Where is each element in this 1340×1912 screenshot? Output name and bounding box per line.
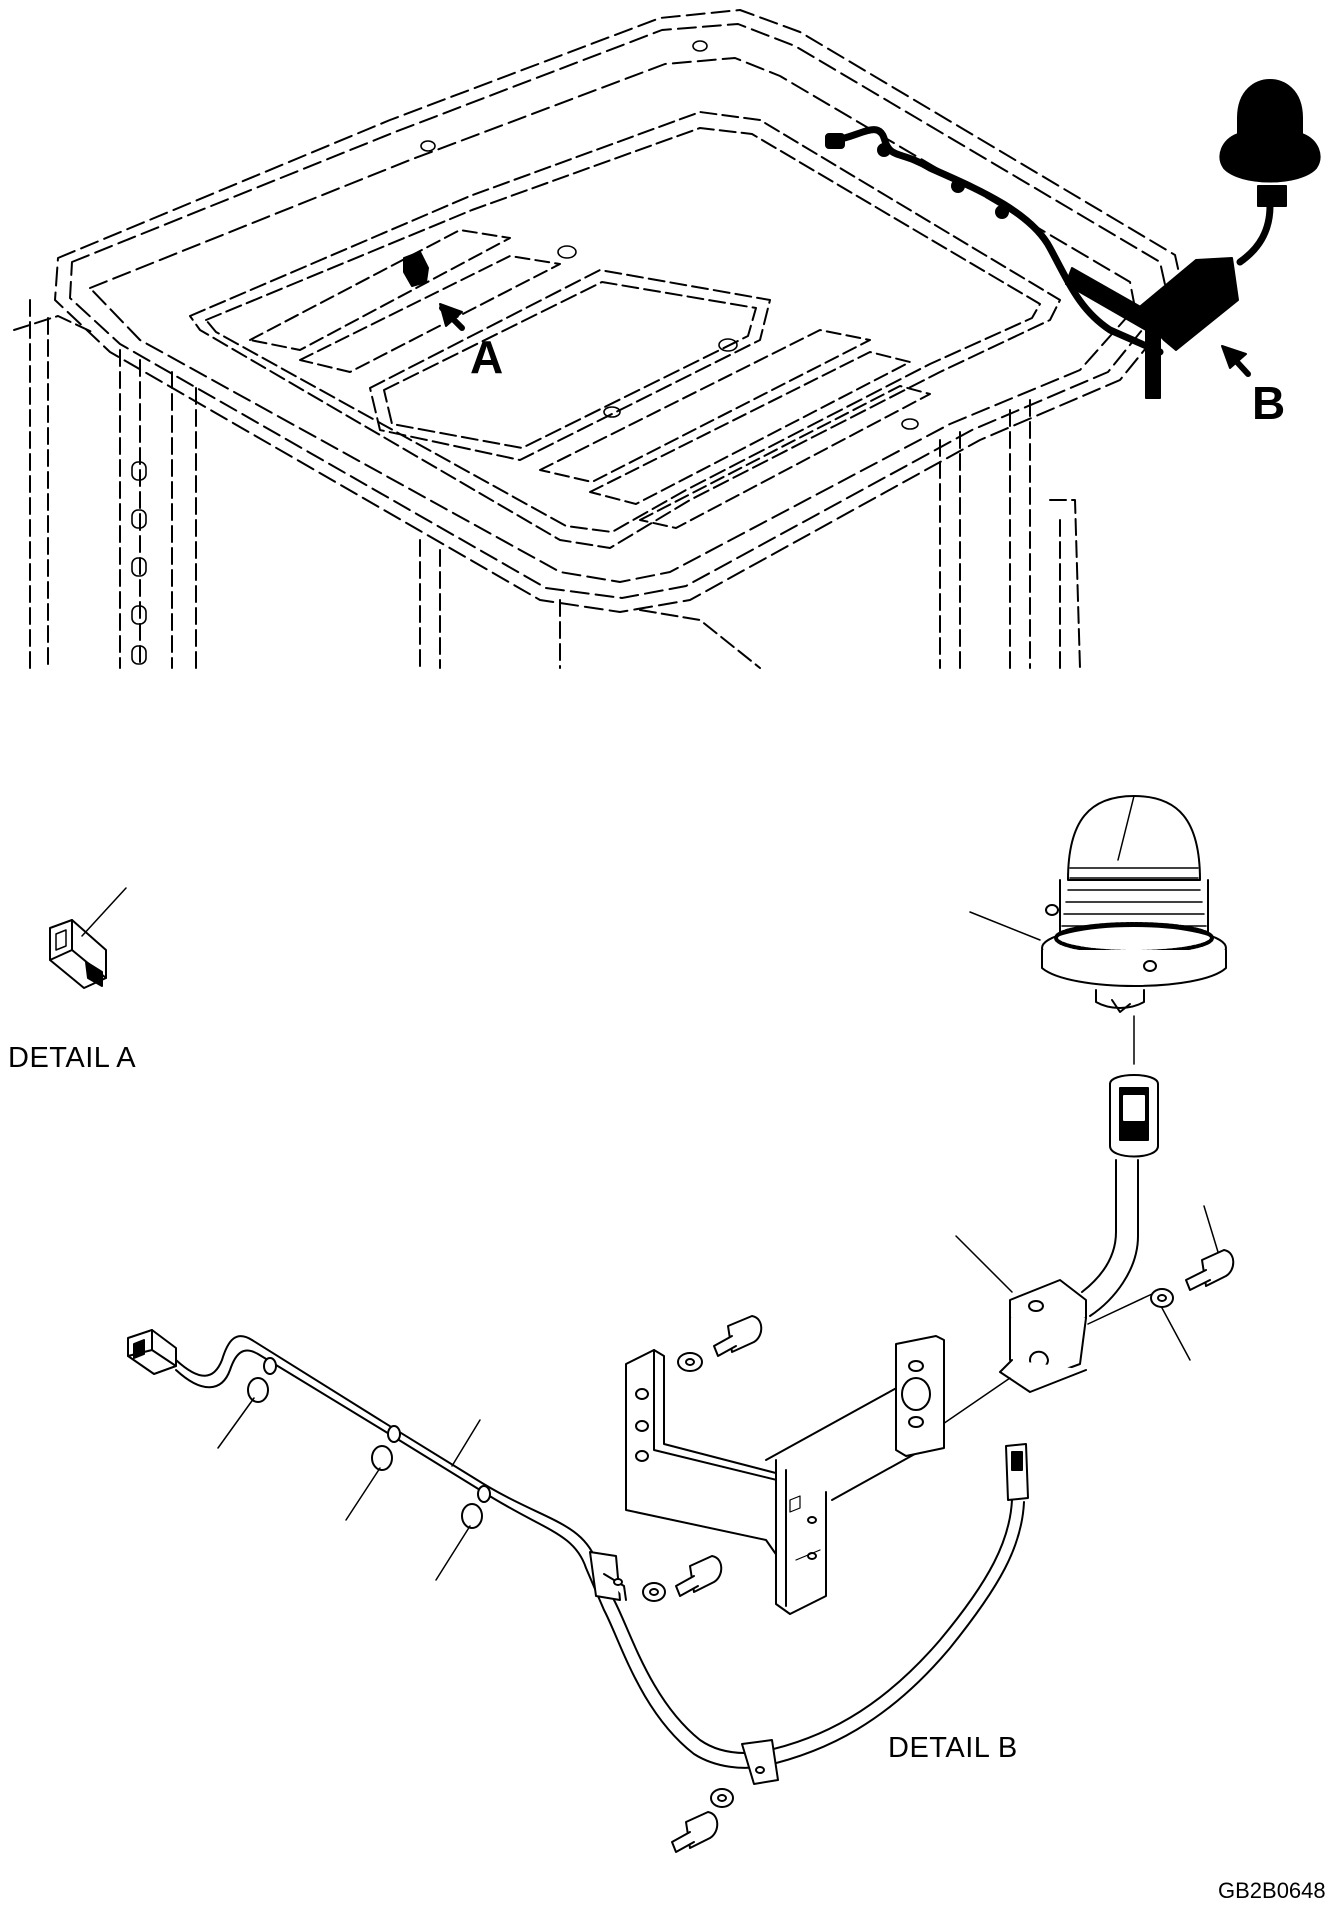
clip-leader-2 bbox=[345, 1467, 381, 1521]
post-clamp-bracket bbox=[999, 1279, 1087, 1393]
roof-panel bbox=[189, 111, 1061, 549]
assembly-line-bracket bbox=[939, 1377, 1011, 1427]
arrow-b bbox=[1221, 345, 1251, 377]
right-washer-leader bbox=[1161, 1307, 1191, 1361]
right-bolt bbox=[1185, 1249, 1235, 1291]
harness-connector-right bbox=[1005, 1443, 1029, 1501]
assembly-line-right bbox=[1087, 1293, 1153, 1325]
roof-bracket bbox=[1065, 257, 1239, 399]
main-bracket bbox=[625, 1335, 945, 1615]
clip-leader-1 bbox=[217, 1397, 255, 1449]
roof-ribs bbox=[249, 229, 931, 529]
harness-clamp-mid bbox=[589, 1551, 627, 1601]
bottom-bolt bbox=[671, 1811, 719, 1853]
harness-clamp-bottom bbox=[741, 1739, 779, 1785]
drawing-code: GB2B0648 bbox=[1218, 1878, 1326, 1903]
clamp-leader bbox=[955, 1235, 1013, 1293]
roof-beacon-lamp bbox=[1219, 79, 1321, 207]
clip-leader-3 bbox=[435, 1525, 471, 1581]
mid-washer bbox=[642, 1582, 666, 1602]
callout-a-label: A bbox=[470, 331, 504, 383]
roof-bolts bbox=[420, 40, 919, 430]
detail-a-caption: DETAIL A bbox=[8, 1042, 137, 1074]
arrow-a bbox=[439, 303, 465, 331]
right-frame bbox=[559, 399, 1081, 669]
bracket-bolt-top bbox=[713, 1315, 763, 1357]
detail-a-location-connector bbox=[403, 251, 429, 287]
roof-beacon-cable bbox=[1236, 202, 1274, 266]
bottom-washer bbox=[710, 1788, 734, 1808]
callout-b-label: B bbox=[1252, 377, 1286, 429]
bracket-washer-top bbox=[677, 1352, 703, 1372]
detail-a-connector bbox=[49, 919, 107, 989]
wire-leader bbox=[451, 1419, 481, 1467]
detail-a-leader bbox=[81, 887, 127, 937]
beacon-lamp bbox=[1041, 795, 1227, 1013]
cab-roof-overview bbox=[13, 9, 1321, 669]
roof-outer-rim bbox=[54, 9, 1186, 613]
harness-connector-left bbox=[127, 1329, 177, 1375]
mid-bolt bbox=[675, 1555, 723, 1597]
beacon-leader bbox=[969, 911, 1041, 941]
left-frame bbox=[13, 299, 441, 669]
beacon-mount-post bbox=[1081, 1074, 1159, 1317]
roof-harness-clips bbox=[825, 133, 1009, 219]
detail-a-drawing bbox=[49, 887, 127, 989]
right-washer bbox=[1150, 1288, 1174, 1308]
detail-b-caption: DETAIL B bbox=[888, 1732, 1018, 1764]
left-frame-holes bbox=[131, 461, 147, 665]
roof-harness-route bbox=[832, 126, 1164, 356]
right-bolt-leader bbox=[1203, 1205, 1219, 1253]
detail-b-drawing bbox=[127, 795, 1235, 1853]
harness-wire bbox=[175, 1335, 1025, 1769]
harness-clips bbox=[247, 1357, 491, 1529]
